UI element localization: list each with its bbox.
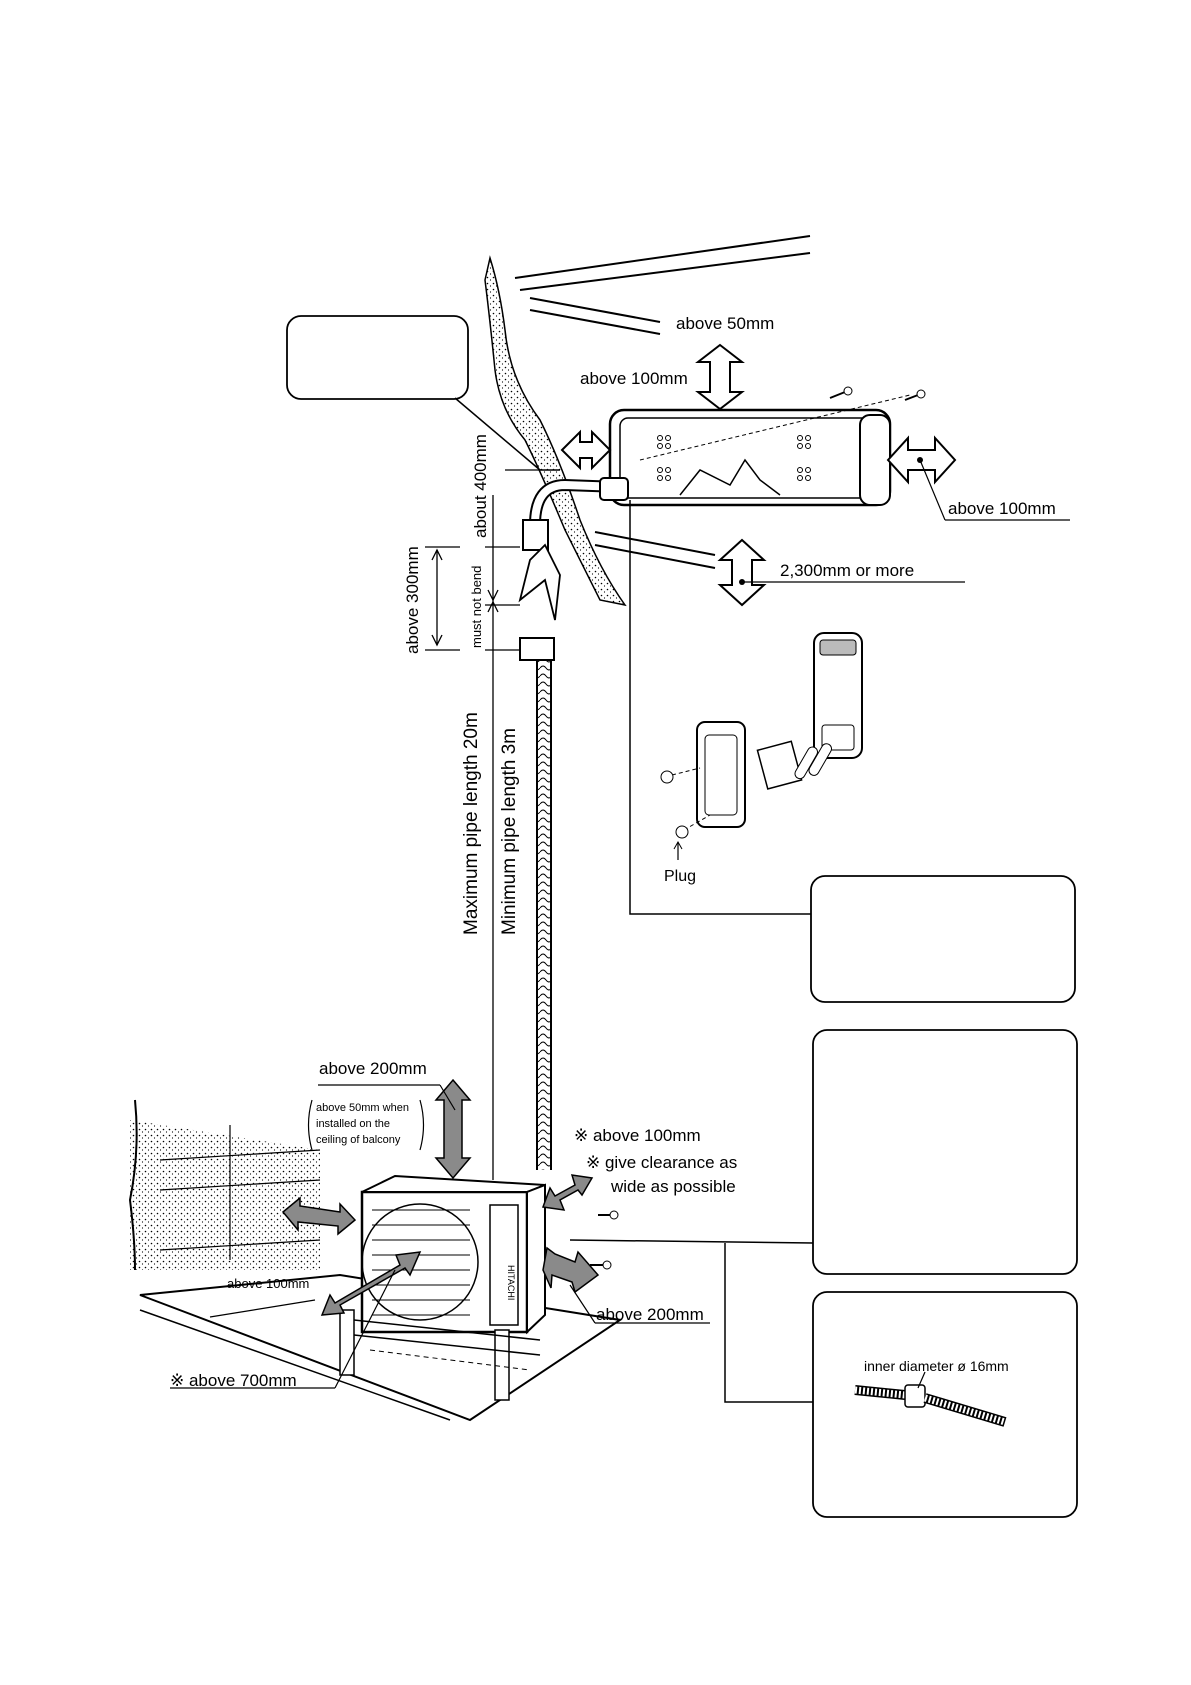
ceiling-and-wall — [484, 235, 811, 607]
drain-hose — [536, 660, 552, 1170]
drain-hose-joint-icon — [854, 1371, 1007, 1427]
label-above-200mm-top: above 200mm — [319, 1059, 427, 1078]
label-balcony-line2: installed on the — [316, 1118, 390, 1130]
label-above-50mm-top: above 50mm — [676, 314, 774, 333]
label-above-100mm-left: above 100mm — [580, 369, 688, 388]
outdoor-clearance-arrows — [281, 1078, 600, 1316]
label-max-pipe-length: Maximum pipe length 20m — [461, 712, 482, 935]
remote-controller-icon — [660, 632, 863, 860]
callout-box-top-left — [286, 315, 469, 400]
label-above-100mm-outdoor: above 100mm — [227, 1276, 309, 1291]
label-ref-above-100mm: ※ above 100mm — [574, 1126, 701, 1145]
label-min-pipe-length: Minimum pipe length 3m — [499, 728, 520, 935]
screw-icon — [829, 386, 926, 401]
label-above-100mm-right: above 100mm — [948, 499, 1056, 518]
dimension-lines — [425, 469, 540, 1180]
label-plug: Plug — [664, 868, 696, 885]
label-balcony-line3: ceiling of balcony — [316, 1134, 401, 1146]
labels: above 50mm above 100mm above 100mm 2,300… — [170, 314, 1056, 1390]
brand-label: HITACHI — [506, 1265, 516, 1300]
clearance-arrow-top — [695, 343, 745, 411]
pipe-elbow — [518, 477, 629, 661]
label-about-400mm: about 400mm — [471, 434, 490, 538]
clearance-arrow-bottom — [717, 538, 965, 607]
label-above-300mm: above 300mm — [403, 546, 422, 654]
indoor-unit-icon — [608, 394, 911, 507]
label-ref-above-700mm: ※ above 700mm — [170, 1371, 297, 1390]
clearance-arrow-right — [886, 435, 1070, 521]
label-ref-clearance-line2: wide as possible — [610, 1177, 736, 1196]
callout-box-outdoor — [812, 1029, 1078, 1275]
label-balcony-line1: above 50mm when — [316, 1102, 409, 1114]
outdoor-unit-icon: HITACHI — [128, 1099, 623, 1422]
screw-icon — [590, 1210, 619, 1270]
label-above-200mm-side: above 200mm — [596, 1305, 704, 1324]
label-ref-clearance-line1: ※ give clearance as — [586, 1153, 737, 1172]
clearance-arrow-left — [560, 429, 612, 471]
label-clearance-2300: 2,300mm or more — [780, 561, 914, 580]
callout-box-remote — [810, 875, 1076, 1003]
label-inner-diameter: inner diameter ø 16mm — [864, 1358, 1009, 1374]
label-must-not-bend: must not bend — [469, 566, 484, 648]
